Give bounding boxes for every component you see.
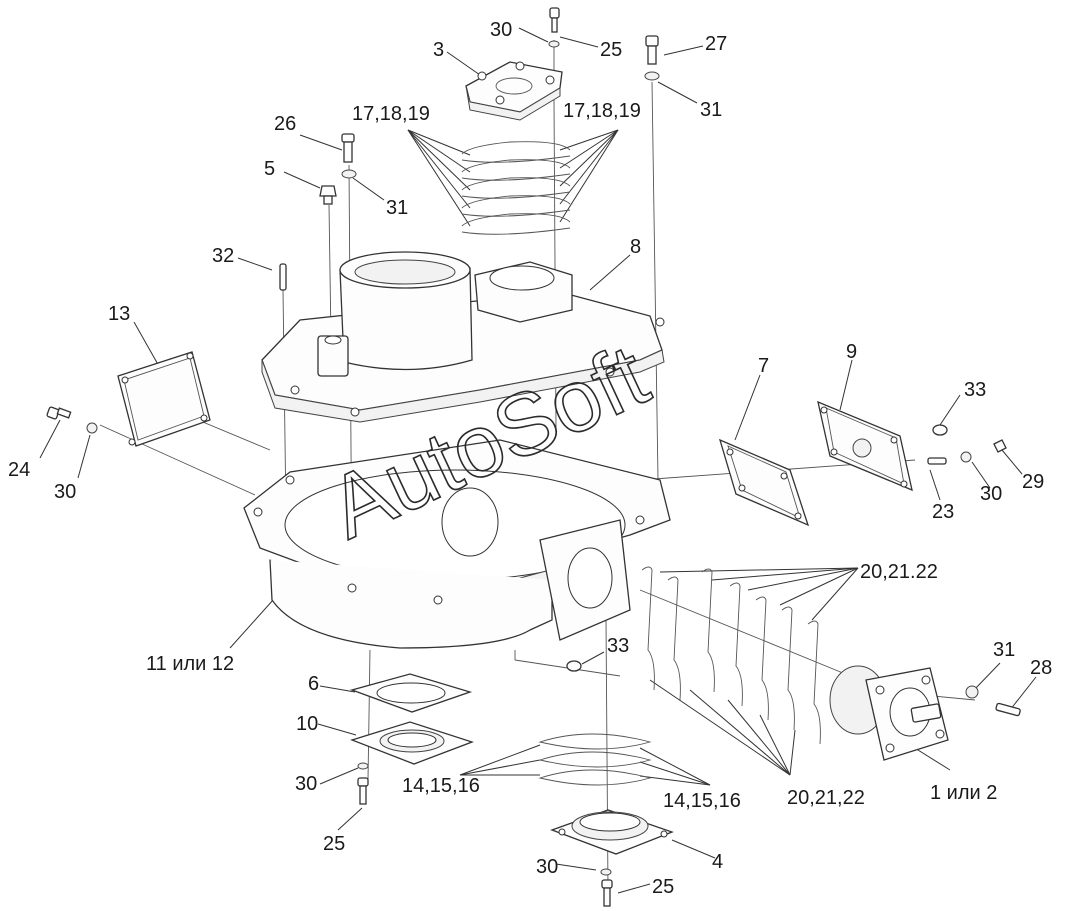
callout-9: 9 xyxy=(846,341,857,363)
callout-20-top: 20,21.22 xyxy=(860,561,938,583)
callout-17-right: 17,18,19 xyxy=(563,100,641,122)
callout-4: 4 xyxy=(712,851,723,873)
callout-labels: 30 25 3 27 31 17,18,19 17,18,19 26 5 31 … xyxy=(8,19,1052,898)
plug-5 xyxy=(319,185,337,205)
callout-14-left: 14,15,16 xyxy=(402,775,480,797)
callout-28: 28 xyxy=(1030,657,1052,679)
springs-20-21-22 xyxy=(641,566,821,745)
flange-4 xyxy=(550,809,674,855)
callout-25-bl: 25 xyxy=(323,833,345,855)
bolt-25-bottom xyxy=(601,879,613,907)
lower-housing-11-12 xyxy=(243,439,671,649)
gasket-6 xyxy=(349,673,473,713)
callout-30-top: 30 xyxy=(490,19,512,41)
stud-23 xyxy=(927,457,947,465)
callout-31-bottom: 31 xyxy=(993,639,1015,661)
callout-33-right: 33 xyxy=(964,379,986,401)
flange-10 xyxy=(350,721,474,765)
cover-9 xyxy=(817,400,913,492)
screw-24 xyxy=(46,406,98,434)
upper-housing-8 xyxy=(261,251,665,423)
callout-32: 32 xyxy=(212,245,234,267)
cap-33-right xyxy=(932,424,948,436)
callout-17-left: 17,18,19 xyxy=(352,103,430,125)
bolt-25-top xyxy=(548,7,560,48)
pump-1-2 xyxy=(829,665,949,761)
cover-3 xyxy=(465,61,563,121)
callout-25-top: 25 xyxy=(600,39,622,61)
callout-23: 23 xyxy=(932,501,954,523)
callout-27: 27 xyxy=(705,33,727,55)
callout-14-right: 14,15,16 xyxy=(663,790,741,812)
callout-25-bottom: 25 xyxy=(652,876,674,898)
callout-31-left: 31 xyxy=(386,197,408,219)
callout-10: 10 xyxy=(296,713,318,735)
callout-11-12: 11 или 12 xyxy=(146,653,234,675)
callout-24: 24 xyxy=(8,459,30,481)
parts xyxy=(46,7,1021,907)
callout-30-bl: 30 xyxy=(295,773,317,795)
callout-20-bottom: 20,21,22 xyxy=(787,787,865,809)
gasket-7 xyxy=(718,438,810,527)
callout-29: 29 xyxy=(1022,471,1044,493)
cap-33-mid xyxy=(566,660,582,672)
callout-30-bottom: 30 xyxy=(536,856,558,878)
bolt-27 xyxy=(644,35,660,81)
callout-3: 3 xyxy=(433,39,444,61)
pin-32 xyxy=(279,263,287,291)
washer-30-bottom xyxy=(600,868,612,876)
bolt-25-bl xyxy=(357,777,369,805)
washer-30-bl xyxy=(357,762,369,770)
callout-8: 8 xyxy=(630,236,641,258)
callout-6: 6 xyxy=(308,673,319,695)
callout-7: 7 xyxy=(758,355,769,377)
callout-31-top: 31 xyxy=(700,99,722,121)
nut-29 xyxy=(993,439,1007,453)
callout-26: 26 xyxy=(274,113,296,135)
bolt-26 xyxy=(341,133,357,179)
shims-14-15-16 xyxy=(538,733,652,786)
callout-33-mid: 33 xyxy=(607,635,629,657)
cover-plate-13 xyxy=(117,351,211,447)
bolt-28 xyxy=(995,702,1021,717)
callout-13: 13 xyxy=(108,303,130,325)
callout-30-left: 30 xyxy=(54,481,76,503)
springs-17-18-19 xyxy=(461,141,571,235)
callout-30-right: 30 xyxy=(980,483,1002,505)
washer-30-right xyxy=(960,451,972,463)
leader-lines xyxy=(39,27,1037,894)
callout-5: 5 xyxy=(264,158,275,180)
callout-1-2: 1 или 2 xyxy=(930,782,997,804)
washer-31-bottom xyxy=(965,685,979,699)
